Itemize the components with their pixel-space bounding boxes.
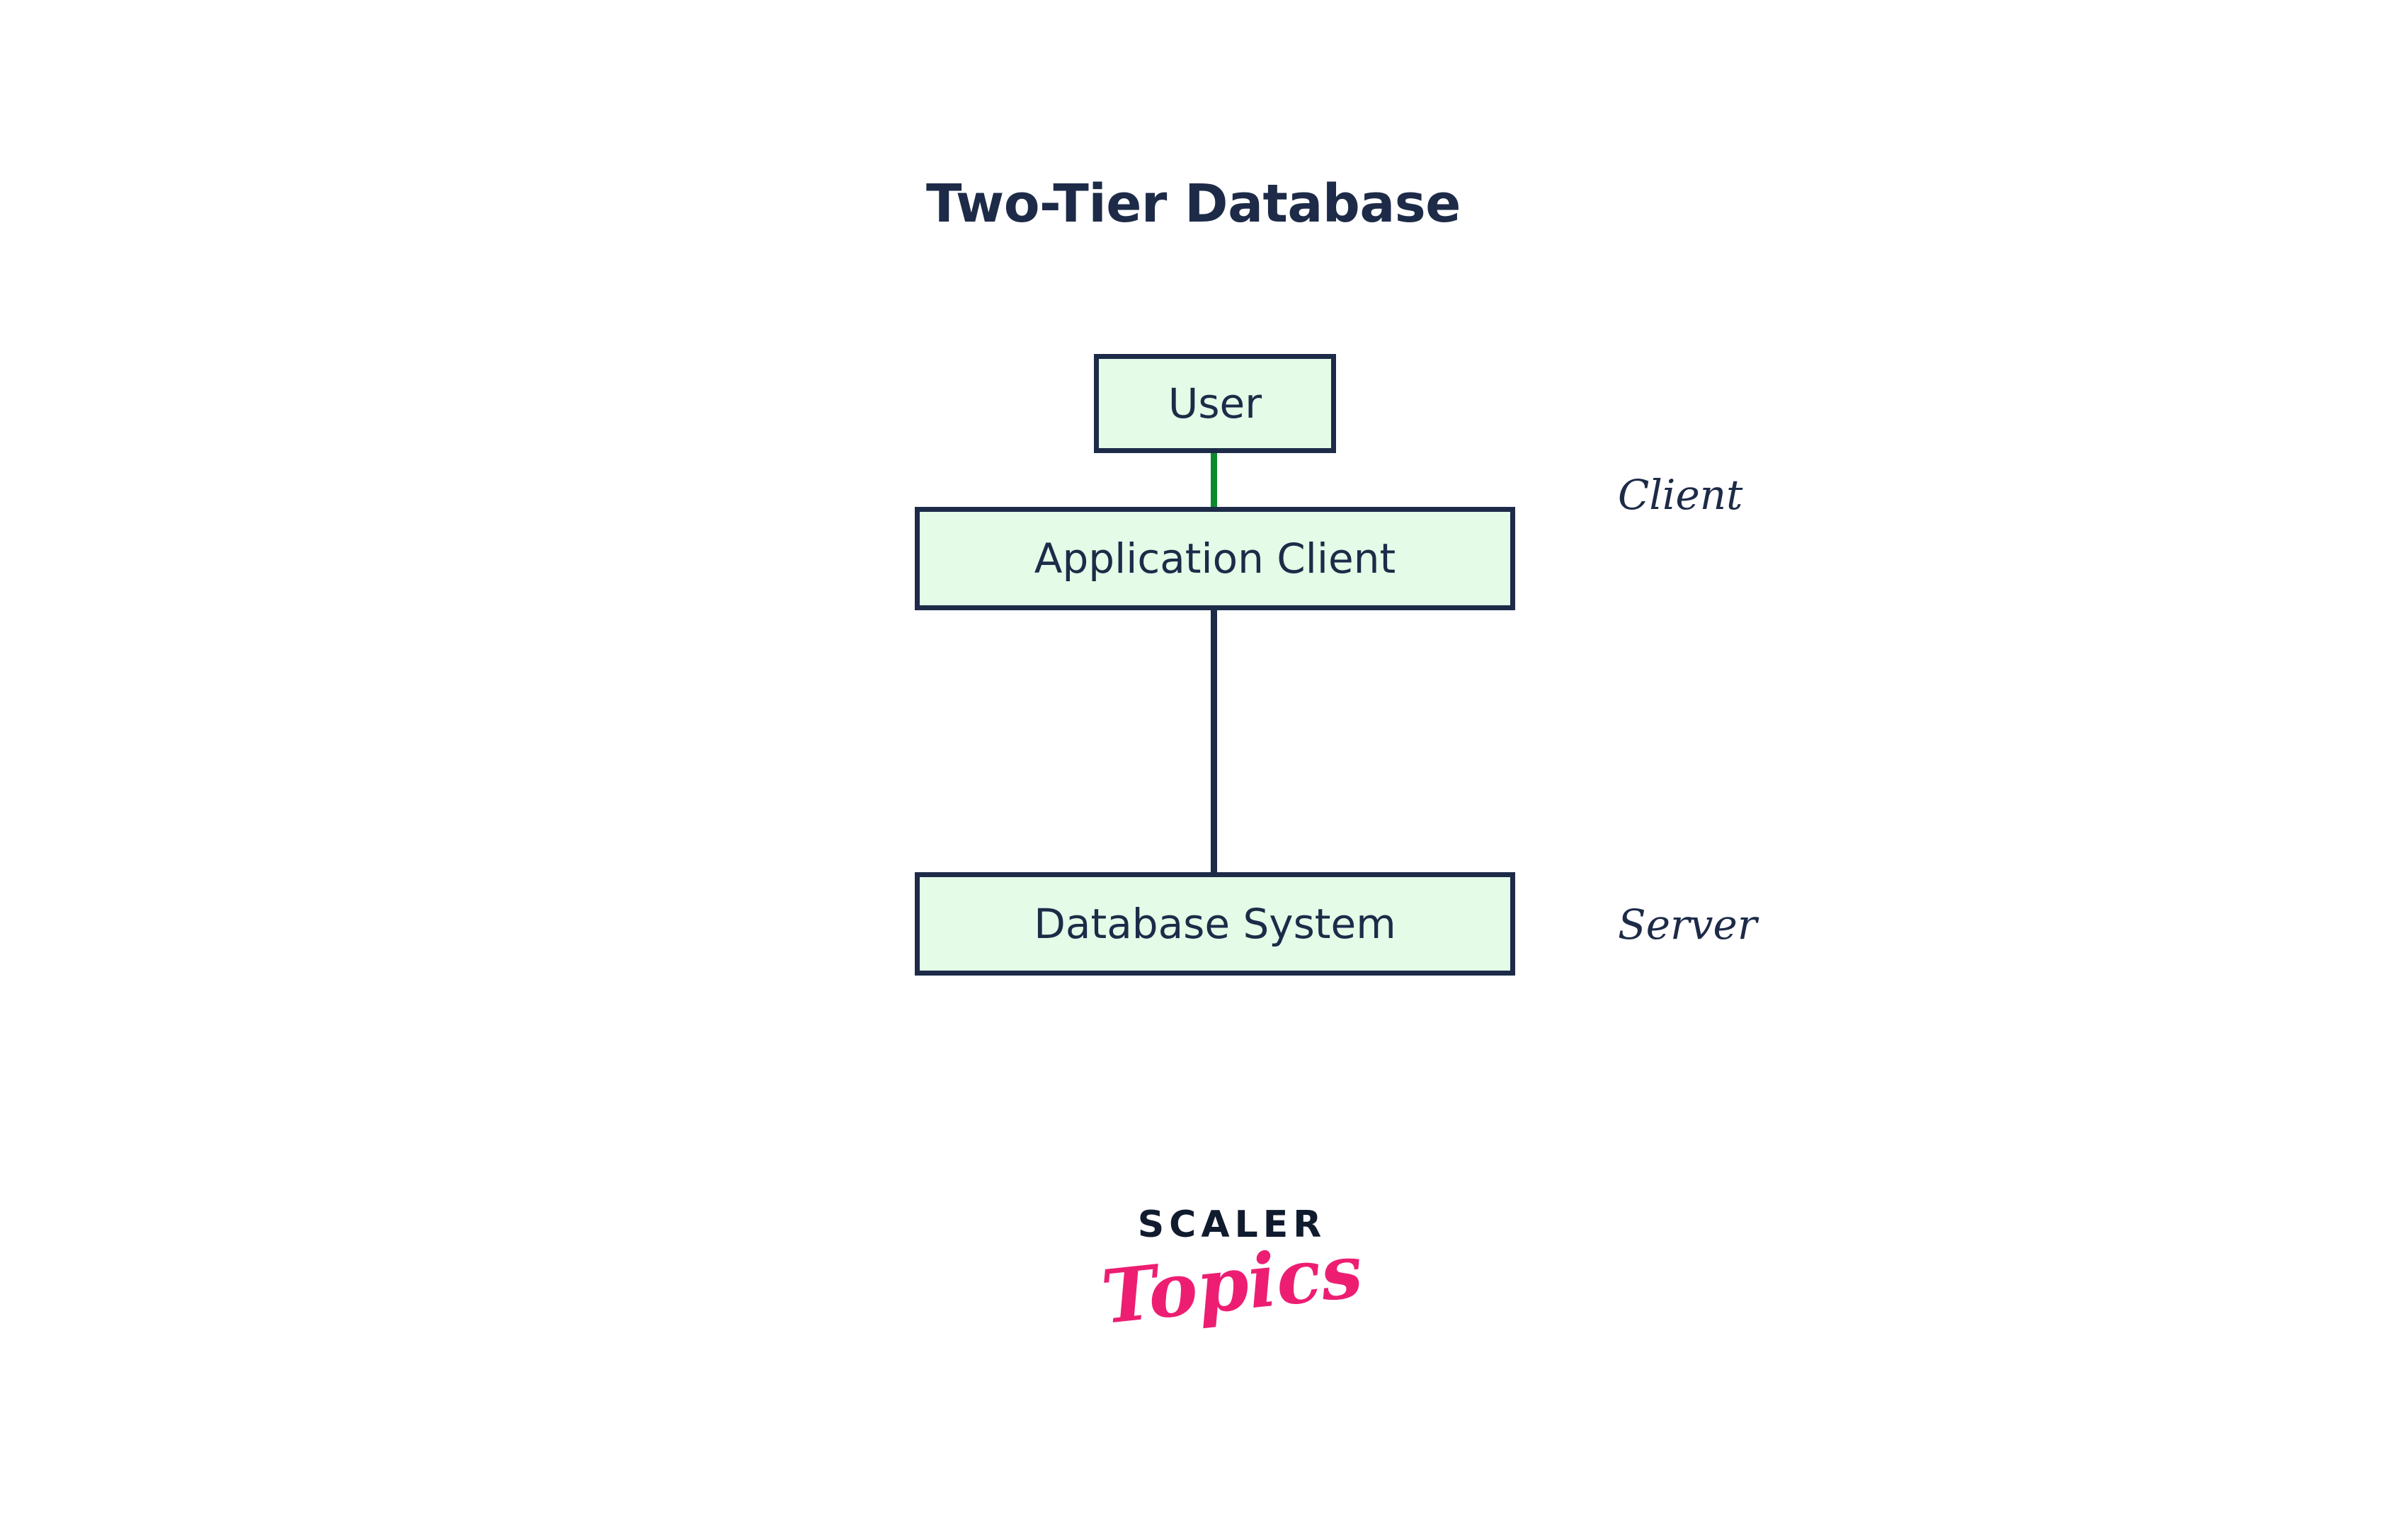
brand-logo: SCALER Topics: [1083, 1204, 1381, 1388]
connector-application-client-to-database-system: [1211, 609, 1217, 874]
node-user-label: User: [1168, 379, 1262, 428]
tier-container-server: [0, 334, 698, 670]
page-title: Two-Tier Database: [0, 173, 2408, 234]
node-application-client[interactable]: Application Client: [915, 507, 1515, 610]
brand-logo-scaler-text: SCALER: [1137, 1204, 1327, 1246]
node-application-client-label: Application Client: [1034, 534, 1396, 583]
node-database-system-label: Database System: [1034, 900, 1396, 948]
node-user[interactable]: User: [1094, 354, 1336, 453]
tier-container-client: [0, 0, 698, 334]
tier-label-client: Client: [1618, 471, 1743, 519]
node-database-system[interactable]: Database System: [915, 872, 1515, 976]
page-title-text: Two-Tier Database: [926, 173, 1461, 234]
tier-label-server: Server: [1618, 901, 1757, 949]
connector-user-to-application-client: [1211, 449, 1217, 508]
